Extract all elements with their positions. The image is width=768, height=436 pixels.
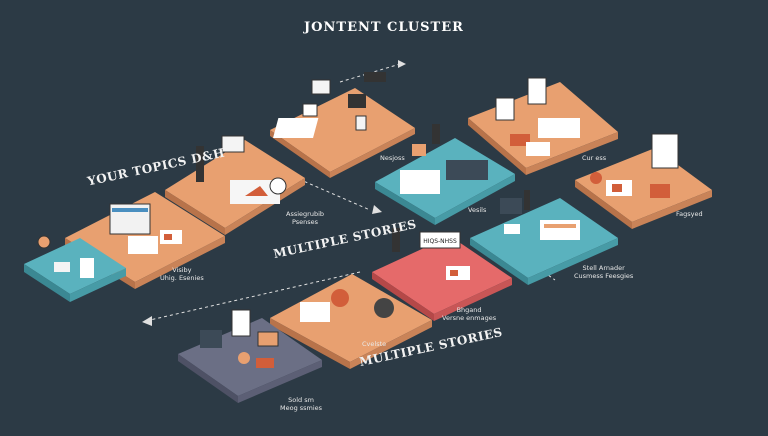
caption-nesjoss: Nesjoss <box>380 154 405 162</box>
tile-media-card <box>178 309 322 403</box>
monitor-icon <box>200 330 222 348</box>
caption-cvelste: Cvelste <box>362 340 387 348</box>
badge-icon <box>590 172 602 184</box>
tile-engaged-card <box>575 133 712 229</box>
person-icon <box>524 190 530 210</box>
caption-bhgand: Bhgand Versne enmages <box>442 306 497 322</box>
caption-fagsyed: Fagsyed <box>676 210 703 218</box>
location-pin-icon <box>37 235 51 249</box>
caption-sold: Sold sm Meog ssmies <box>280 396 323 412</box>
tile-creative-card <box>270 274 432 369</box>
arrowhead-icon <box>372 205 382 214</box>
arrowhead-icon <box>142 316 152 326</box>
caption-stell: Stell Arnader Cusmess Feesgies <box>574 264 634 280</box>
coin-icon <box>238 352 250 364</box>
caption-curess: Cur ess <box>582 154 607 162</box>
tablet-icon <box>495 97 515 121</box>
screen-icon <box>221 135 245 153</box>
camera-icon <box>364 72 386 82</box>
chart-board-icon <box>500 198 522 214</box>
speech-icon <box>412 144 426 156</box>
caption-visiby: Visiby Uhig. Esenies <box>160 266 204 282</box>
disc-icon <box>374 298 394 318</box>
chart-icon <box>269 177 287 195</box>
tile-pink-card: HIQS-NHSS <box>372 228 512 321</box>
chat-bubble-icon <box>311 79 331 95</box>
monitor-icon <box>302 103 318 117</box>
tile-planning-card <box>468 77 618 175</box>
diagram-title: JONTENT CLUSTER <box>304 20 464 35</box>
document-icon <box>355 115 367 131</box>
person-icon <box>432 124 440 144</box>
play-icon <box>245 186 268 196</box>
badge-sign <box>419 231 461 249</box>
microphone-icon <box>196 146 204 182</box>
tile-small-teal <box>24 235 126 302</box>
record-icon <box>331 289 349 307</box>
caption-assignable: Assiegrubib Psenses <box>286 210 325 226</box>
tile-analytics-card <box>470 190 618 285</box>
tile-content-card-top <box>270 72 415 178</box>
clipboard-icon <box>527 77 547 105</box>
tile-news-card <box>375 124 515 225</box>
phone-icon <box>231 309 251 337</box>
caption-vesils: Vesils <box>468 206 487 214</box>
presenter-icon <box>392 228 400 252</box>
envelope-icon <box>257 331 279 347</box>
report-icon <box>651 133 679 169</box>
video-camera-icon <box>348 94 366 108</box>
tile-topics-card <box>165 135 305 235</box>
arrowhead-icon <box>398 60 406 68</box>
badge-text: HIQS-NHSS <box>423 238 457 245</box>
